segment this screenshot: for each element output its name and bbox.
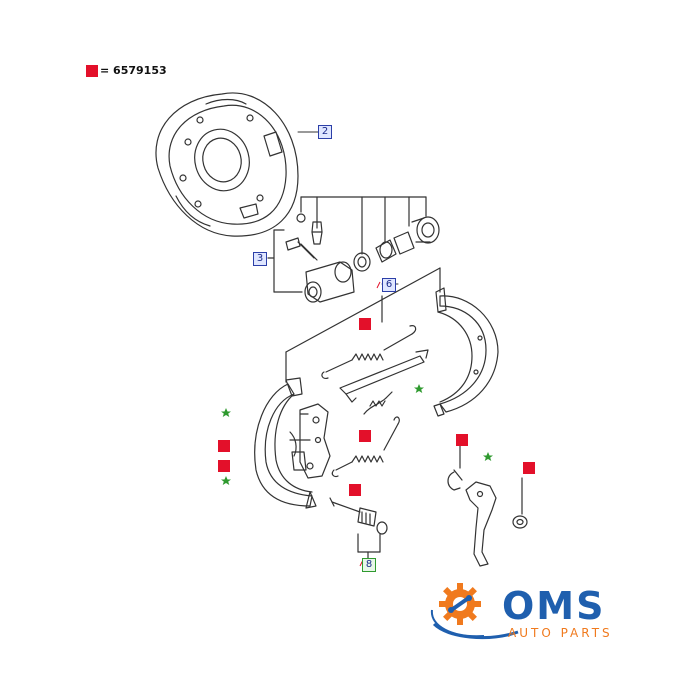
green-star-icon (221, 476, 231, 485)
legend-part-number: = 6579153 (100, 64, 167, 77)
green-star-icon (414, 384, 424, 393)
springs-and-struts (321, 325, 429, 478)
legend: = 6579153 (86, 64, 167, 77)
green-star-group (221, 384, 493, 485)
parking-brake-lever (447, 445, 528, 567)
backing-plate (155, 92, 319, 237)
logo-tagline: AUTO PARTS (508, 626, 613, 640)
red-marker (218, 460, 230, 472)
red-marker (523, 462, 535, 474)
callout-shoe-kit: 6 (382, 278, 396, 292)
shoe-kit-bracket (285, 267, 441, 441)
oms-logo: OMS AUTO PARTS (428, 580, 660, 652)
green-star-icon (483, 452, 493, 461)
wheel-cylinder-group (267, 196, 440, 303)
hold-down-kit (329, 497, 388, 559)
callout-wheel-cylinder: 3 (253, 252, 267, 266)
legend-red-swatch (86, 64, 98, 77)
green-star-icon (221, 408, 231, 417)
left-brake-shoe (254, 377, 331, 509)
red-marker (218, 440, 230, 452)
logo-gear-icon (430, 583, 519, 640)
red-marker (349, 484, 361, 496)
callout-adjuster-kit: 8 (362, 558, 376, 572)
red-marker (359, 318, 371, 330)
callout-backing-plate: 2 (318, 125, 332, 139)
red-marker (456, 434, 468, 446)
red-marker (359, 430, 371, 442)
logo-wordmark: OMS (502, 584, 606, 628)
right-brake-shoe (433, 287, 499, 417)
red-marker-group (218, 318, 535, 496)
